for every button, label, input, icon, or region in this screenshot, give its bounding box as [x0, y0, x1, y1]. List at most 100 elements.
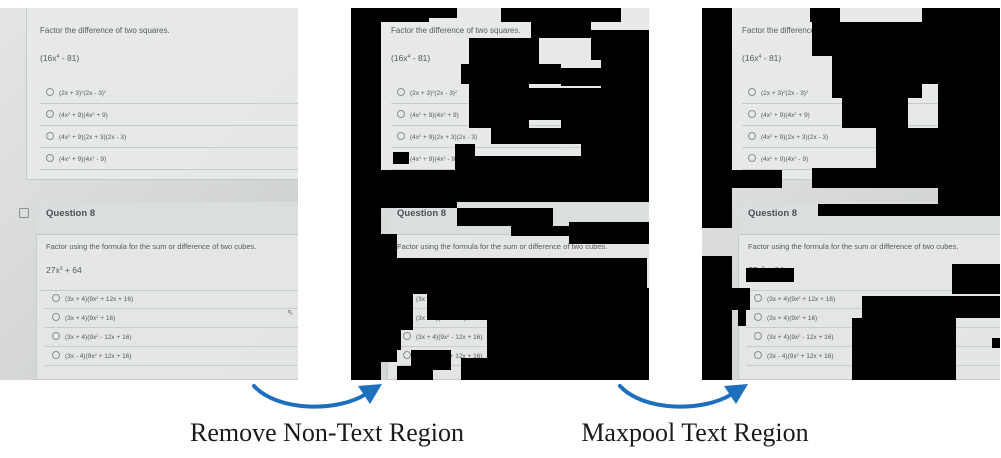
expression-part: + 9)(4x [70, 112, 93, 119]
exponent: 2 [103, 88, 107, 94]
exponent: 2 [81, 88, 84, 94]
exponent: 2 [68, 132, 71, 138]
divider [44, 346, 298, 347]
answer-option: (2x + 3)2(2x - 3)2 [46, 88, 106, 97]
exponent: 2 [770, 110, 773, 116]
exponent: 4 [56, 54, 60, 61]
exponent: 2 [96, 313, 99, 319]
divider [44, 365, 298, 366]
expression-part: 27x [46, 265, 60, 275]
exponent: 2 [92, 110, 95, 116]
exponent: 3 [59, 266, 63, 273]
mask-block [702, 8, 732, 228]
expression-part: (4x [410, 156, 420, 163]
question-prompt: Factor using the formula for the sum or … [46, 242, 257, 251]
expression-part: - 9) [796, 156, 809, 163]
radio-icon [46, 88, 54, 96]
exponent: 2 [419, 132, 422, 138]
question-title: Question 8 [748, 208, 798, 219]
mask-block [351, 128, 369, 142]
mask-block [832, 54, 922, 98]
exponent: 4 [407, 54, 411, 61]
mask-block [487, 314, 649, 358]
expression-part: (4x [59, 112, 69, 119]
mask-block [818, 204, 1000, 216]
expression-part: (2x + 3) [410, 90, 433, 97]
exponent: 2 [68, 154, 71, 160]
radio-icon [46, 154, 54, 162]
exponent: 2 [794, 154, 797, 160]
radio-icon [748, 132, 756, 140]
expression-part: - 12x + 16) [449, 334, 483, 341]
exponent: 2 [419, 154, 422, 160]
flag-question-checkbox [19, 208, 29, 218]
expression-part: + 16) [800, 315, 818, 322]
divider [40, 290, 298, 291]
exponent: 2 [96, 332, 99, 338]
mask-block [397, 314, 413, 330]
remove-caption: Remove Non-Text Region [189, 418, 464, 447]
maxpool-caption: Maxpool Text Region [581, 418, 809, 447]
mask-block [702, 256, 732, 380]
exponent: 2 [796, 351, 799, 357]
expression-part: - 9) [94, 156, 107, 163]
question-expression: (16x4 - 81) [40, 53, 79, 63]
question-title: Question 8 [397, 208, 447, 219]
expression-part: + 9)(2x + 3)(2x - 3) [772, 134, 829, 141]
answer-option: (4x2 + 9)(2x + 3)(2x - 3) [46, 132, 126, 141]
radio-icon [52, 332, 60, 340]
mask-block [391, 330, 401, 350]
mask-block [862, 296, 1000, 318]
radio-icon [403, 351, 411, 359]
mask-block [381, 188, 457, 208]
exponent: 2 [798, 313, 801, 319]
question-prompt: Factor the difference of two squares. [40, 26, 170, 35]
expression-part: - 81) [761, 53, 782, 63]
mask-block [511, 226, 573, 236]
expression-part: (3x + 4)(9x [767, 315, 799, 322]
expression-part: (3x + 4)(9x [65, 296, 97, 303]
mask-block [922, 8, 1000, 84]
question-expression: 27x3 + 64 [46, 265, 82, 275]
expression-part: + 9)(4x [70, 156, 93, 163]
answer-option: (3x + 4)(9x2 - 12x + 16) [52, 332, 131, 341]
question-prompt: Factor using the formula for the sum or … [748, 242, 959, 251]
expression-part: + 12x + 16) [98, 296, 134, 303]
maxpool-region-panel: Factor the difference of two squares. (16… [702, 8, 1000, 380]
expression-part: + 9) [796, 112, 810, 119]
exponent: 4 [758, 54, 762, 61]
expression-part: - 12x + 16) [98, 334, 132, 341]
divider [44, 327, 298, 328]
expression-part: (4x [59, 134, 69, 141]
expression-part: - 9) [445, 156, 458, 163]
expression-part: (4x [59, 156, 69, 163]
mask-block [393, 152, 409, 164]
exponent: 2 [798, 332, 801, 338]
question-prompt: Factor the difference of two squares. [391, 26, 521, 35]
expression-part: + 12x + 16) [447, 353, 483, 360]
answer-option: (4x2 + 9)(2x + 3)(2x - 3) [397, 132, 477, 141]
answer-option: (2x + 3)2(2x - 3)2 [748, 88, 808, 97]
radio-icon [52, 313, 60, 321]
answer-option: (4x2 + 9)(2x + 3)(2x - 3) [748, 132, 828, 141]
exponent: 2 [770, 154, 773, 160]
mask-block [381, 8, 429, 22]
radio-icon [397, 110, 405, 118]
answer-option: (3x + 4)(9x2 + 16) [52, 313, 115, 322]
question-prompt: Factor the difference of two squares. [742, 26, 872, 35]
exponent: 2 [447, 332, 450, 338]
question-expression: (16x4 - 81) [742, 53, 781, 63]
radio-icon [754, 294, 762, 302]
expression-part: (2x - 3) [83, 90, 104, 97]
answer-option: (3x + 4)(9x2 + 12x + 16) [52, 294, 133, 303]
mask-block [469, 156, 649, 202]
question-expression: (16x4 - 81) [391, 53, 430, 63]
mask-block [601, 60, 649, 90]
expression-part: + 12x + 16) [798, 353, 834, 360]
answer-option: (4x2 + 9)(4x2 + 9) [397, 110, 459, 119]
expression-part: (4x [410, 134, 420, 141]
mask-block [501, 8, 621, 22]
expression-part: + 9) [445, 112, 459, 119]
mask-block [732, 170, 782, 188]
mask-block [427, 8, 457, 18]
